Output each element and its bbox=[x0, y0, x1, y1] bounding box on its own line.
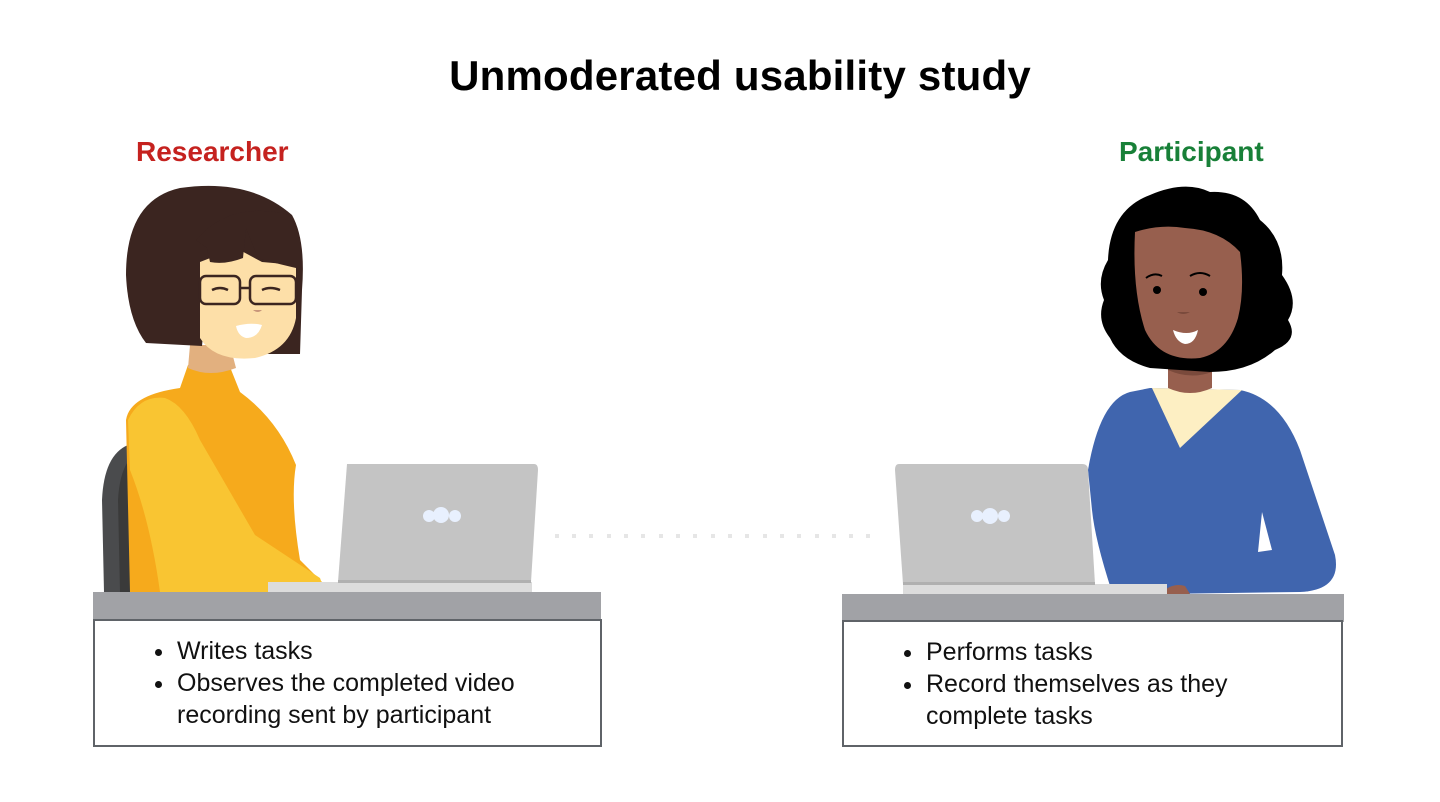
laptop-logo-icon bbox=[423, 507, 461, 523]
glasses bbox=[198, 274, 298, 306]
participant-label: Participant bbox=[1119, 136, 1264, 167]
participant-figure bbox=[1088, 186, 1336, 594]
researcher-laptop bbox=[268, 464, 538, 592]
page-title: Unmoderated usability study bbox=[449, 52, 1031, 99]
laptop-logo-icon bbox=[971, 508, 1010, 524]
connection-dots bbox=[555, 534, 870, 538]
researcher-figure bbox=[102, 185, 330, 592]
researcher-desk bbox=[93, 592, 601, 620]
researcher-label: Researcher bbox=[136, 136, 289, 167]
participant-laptop bbox=[895, 464, 1167, 594]
researcher-task-list: Writes tasks Observes the completed vide… bbox=[153, 635, 573, 731]
participant-tasks-card: Performs tasks Record themselves as they… bbox=[842, 620, 1343, 747]
task-item: Performs tasks bbox=[902, 636, 1322, 668]
participant-task-list: Performs tasks Record themselves as they… bbox=[902, 636, 1322, 732]
task-item: Observes the completed video recording s… bbox=[153, 667, 573, 731]
participant-sweater bbox=[1088, 388, 1336, 594]
researcher-tasks-card: Writes tasks Observes the completed vide… bbox=[93, 619, 602, 747]
participant-desk bbox=[842, 594, 1344, 622]
task-item: Record themselves as they complete tasks bbox=[902, 668, 1322, 732]
task-item: Writes tasks bbox=[153, 635, 573, 667]
